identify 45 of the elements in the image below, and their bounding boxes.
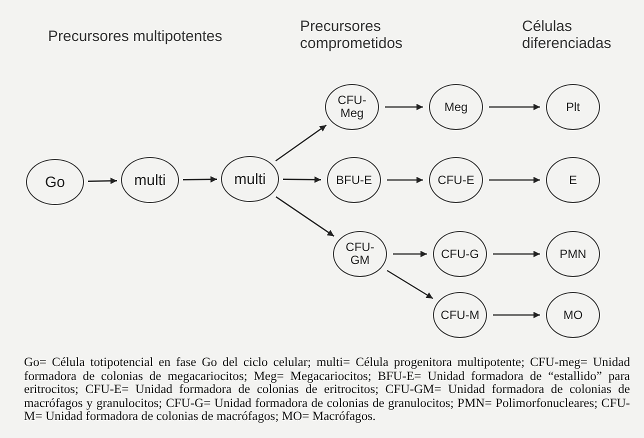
- arrow: [275, 124, 327, 162]
- cell-circle: [546, 84, 600, 130]
- arrow: [276, 196, 334, 237]
- cell-circle: [433, 231, 487, 277]
- cell-circle: [429, 84, 483, 130]
- cell-label: multi: [134, 174, 166, 186]
- cell-label: CFU-G: [441, 248, 479, 260]
- cell-circle: [546, 231, 600, 277]
- cell-label: Meg: [444, 100, 468, 114]
- arrow: [493, 250, 540, 258]
- cell-label: PMN: [560, 248, 586, 260]
- cell-circle: [546, 292, 600, 338]
- cell-circle: [433, 292, 487, 338]
- cell-label: Plt: [566, 100, 580, 114]
- arrow: [386, 270, 434, 300]
- cell-label: MO: [563, 308, 583, 322]
- cell-circle: [221, 156, 279, 202]
- cell-label: E: [568, 174, 577, 186]
- cell-label: CFU-M: [440, 308, 480, 322]
- cell-circle: [546, 157, 600, 203]
- cell-circle: [121, 157, 179, 203]
- arrow: [387, 176, 423, 184]
- cell-label: CFU-Meg: [336, 94, 368, 120]
- arrow: [489, 104, 540, 110]
- cell-label: CFU-GM: [344, 241, 376, 267]
- cell-label: BFU-E: [336, 174, 372, 186]
- cell-circle: [327, 157, 381, 203]
- column-heading: Precursores multipotentes: [48, 28, 224, 45]
- cell-label: Go: [44, 176, 65, 188]
- arrow: [489, 176, 540, 184]
- cell-circle: [325, 84, 379, 130]
- arrow: [393, 250, 427, 258]
- arrow: [283, 176, 321, 183]
- cell-circle: [333, 231, 387, 277]
- cell-label: CFU-E: [438, 174, 474, 186]
- arrow: [88, 178, 118, 184]
- arrow: [183, 176, 217, 183]
- cell-label: multi: [234, 172, 266, 186]
- cell-circle: [429, 157, 483, 203]
- arrow: [493, 312, 540, 318]
- caption: Go= Célula totipotencial en fase Go del ciclo celular; multi= Célula progenitora multipotente; CFU-meg= Unidad formadora de colonias de megacariocitos; Meg= Megacariocitos; BFU-E= Unidad formadora de “estallido” para eritrocitos; CFU-E= Unidad formadora de colonias de eritrocitos; CFU-GM= Unidad formadora de colonias de macrófagos y granulocitos; CFU-G= Unidad formadora de colonias de granulocitos; PMN= Polimorfonucleares; CFU-M= Unidad formadora de colonias de macrófagos; MO= Macrófagos.: [24, 356, 630, 424]
- cell-circle: [26, 159, 84, 205]
- column-heading: Precursores comprometidos: [300, 18, 404, 52]
- column-heading: Células diferenciadas: [522, 18, 612, 52]
- arrow: [385, 104, 423, 110]
